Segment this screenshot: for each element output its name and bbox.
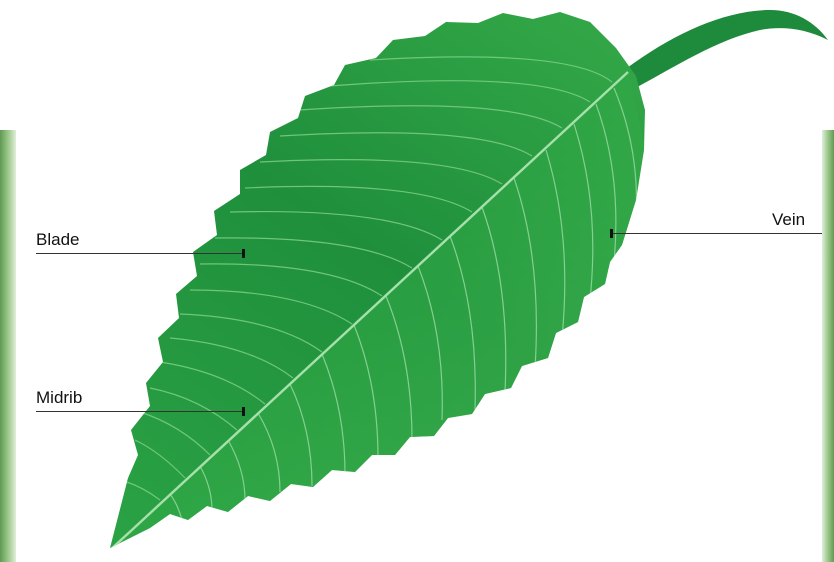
blade-leader-line: [36, 253, 244, 254]
leaf-stem: [612, 10, 828, 92]
vein-pointer-mark: [610, 229, 613, 238]
vein-label: Vein: [772, 210, 805, 230]
blade-label: Blade: [36, 230, 79, 250]
vein-leader-line: [612, 233, 822, 234]
midrib-label: Midrib: [36, 388, 82, 408]
blade-pointer-mark: [242, 249, 245, 258]
midrib-leader-line: [36, 411, 244, 412]
midrib-pointer-mark: [242, 407, 245, 416]
